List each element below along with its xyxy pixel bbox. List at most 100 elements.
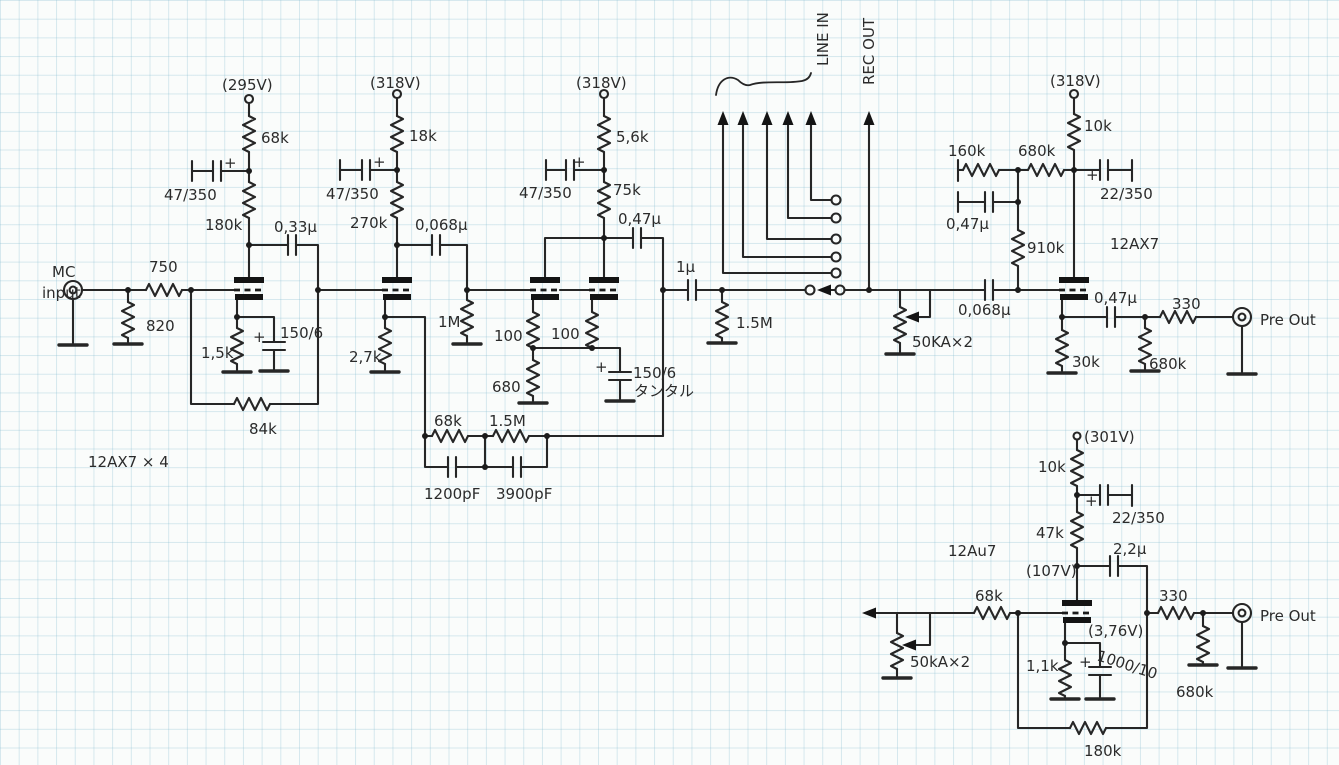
label-r-680: 680 [492,378,521,396]
cap-0p47u-2 [983,190,995,214]
label-c-047-3: 0,47μ [1094,289,1137,307]
resistor-680k-2 [1195,624,1211,664]
label-mc-line2: input [42,284,81,302]
line-in-arrow-5-icon [805,111,817,125]
label-r-68k-1: 68k [261,129,289,147]
cap-22-350-1 [1098,158,1110,182]
pre-out-jack-1 [1231,306,1253,328]
label-plus-5: + [595,358,608,376]
resistor-68k-riaa [430,428,470,444]
pot-50ka-1[interactable] [892,305,908,345]
label-r-18k: 18k [409,127,437,145]
cap-0p47u-1 [631,226,643,250]
resistor-10k-2 [1069,448,1085,488]
line-in-arrow-1-icon [717,111,729,125]
triode-5 [1060,598,1094,625]
resistor-30k [1054,328,1070,368]
label-r-10k-2: 10k [1038,458,1066,476]
label-r-75k: 75k [613,181,641,199]
input-selector [715,72,987,296]
supply-terminal-301v [1072,431,1082,441]
line-in-brace [715,72,812,96]
label-tantalum: タンタル [634,382,694,400]
label-r-30k: 30k [1072,353,1100,371]
stage1-wires [71,101,320,406]
cap-47-350-2 [360,158,372,182]
resistor-1m [459,298,475,338]
resistor-18k [389,114,405,154]
cap-1000-10 [1087,665,1113,677]
selector-contact-3[interactable] [830,233,842,245]
resistor-100-b [584,310,600,350]
junction-dots [125,167,1206,646]
stage1-grounds [57,342,290,374]
cap-1200pf [446,455,458,479]
label-c-047-2: 0,47μ [946,215,989,233]
label-v-107: (107V) [1026,562,1077,580]
label-tube-12ax7: 12AX7 [1110,235,1159,253]
label-c-2p2u: 2,2μ [1113,540,1147,558]
label-r-68k-2: 68k [975,587,1003,605]
selector-contact-2[interactable] [830,212,842,224]
label-pot-2: 50kA×2 [910,653,970,671]
selector-contact-phono[interactable] [804,284,816,296]
label-r-910k: 910k [1027,239,1065,257]
label-c-47-350-3: 47/350 [519,184,572,202]
label-plus-3: + [373,153,386,171]
label-r-5p6k: 5,6k [616,128,649,146]
label-c-47-350-1: 47/350 [164,186,217,204]
riaa-wires [423,434,665,469]
resistor-330-2 [1156,605,1196,621]
label-r-750: 750 [149,258,178,276]
resistor-68k [241,114,257,154]
label-plus-1: + [224,154,237,172]
supply-terminal-295v [243,93,255,105]
triode-1 [232,275,266,302]
cap-0p33u [286,233,298,257]
line-in-arrow-3-icon [761,111,773,125]
label-c-068-2: 0,068μ [958,301,1011,319]
label-c-033: 0,33μ [274,218,317,236]
label-r-2p7k: 2,7k [349,348,382,366]
cap-22-350-2 [1098,483,1110,507]
stage5-grounds [881,663,1258,701]
pot2-wiper-arrow-icon [902,639,916,651]
label-r-330-2: 330 [1159,587,1188,605]
selector-contact-4[interactable] [830,251,842,263]
cap-1u [686,278,698,302]
riaa-network [423,428,665,479]
resistor-1p1k [1057,658,1073,698]
label-c-150-6-2: 150/6 [633,364,676,382]
line-in-arrow-2-icon [737,111,749,125]
resistor-160k [961,162,1001,178]
label-c-047-1: 0,47μ [618,210,661,228]
label-r-100-b: 100 [551,325,580,343]
resistor-5p6k [596,114,612,154]
label-r-180k-fb: 180k [1084,742,1122,760]
label-line-in: LINE IN [814,12,832,66]
label-c-1u: 1μ [676,258,696,276]
label-r-180k: 180k [205,216,243,234]
resistor-1p5m-riaa [491,428,531,444]
selector-contact-5[interactable] [830,267,842,279]
cap-0p47u-3 [1105,305,1117,329]
resistor-180k [241,180,257,220]
label-r-330-1: 330 [1172,295,1201,313]
label-r-1p1k: 1,1k [1026,657,1059,675]
label-preout-2: Pre Out [1260,607,1316,625]
pot-50ka-2[interactable] [889,631,905,671]
label-v-295: (295V) [222,76,273,94]
selector-wiper-terminal[interactable] [834,284,846,296]
label-c-150-6-1: 150/6 [280,324,323,342]
triode-2 [380,275,414,302]
label-plus-4: + [573,153,586,171]
resistor-84k [232,396,272,412]
label-rec-out: REC OUT [860,17,878,85]
stage4-grounds [1046,369,1258,376]
selector-contact-1[interactable] [830,194,842,206]
label-r-68k-riaa: 68k [434,412,462,430]
supply-terminal-318v-1 [391,88,403,100]
line-in-arrow-4-icon [782,111,794,125]
label-preout-1: Pre Out [1260,311,1316,329]
supply-terminal-318v-2 [598,88,610,100]
